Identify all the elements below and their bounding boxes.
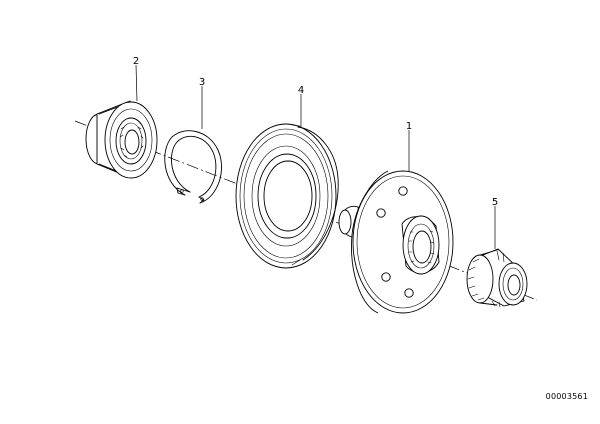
part-5-collar-nut — [466, 248, 528, 308]
callout-3: 3 — [199, 77, 205, 88]
leader-line-2 — [135, 64, 138, 102]
part-4-dust-cover — [235, 123, 339, 269]
part-1-wheel-hub — [338, 170, 454, 314]
callout-5: 5 — [492, 197, 498, 208]
part-3-circlip — [164, 130, 222, 204]
callout-1: 1 — [406, 121, 412, 132]
part-2-wheel-bearing — [85, 100, 158, 179]
callout-4: 4 — [298, 85, 304, 96]
callout-2: 2 — [133, 56, 139, 67]
drawing-number: 00003561 — [545, 392, 588, 401]
